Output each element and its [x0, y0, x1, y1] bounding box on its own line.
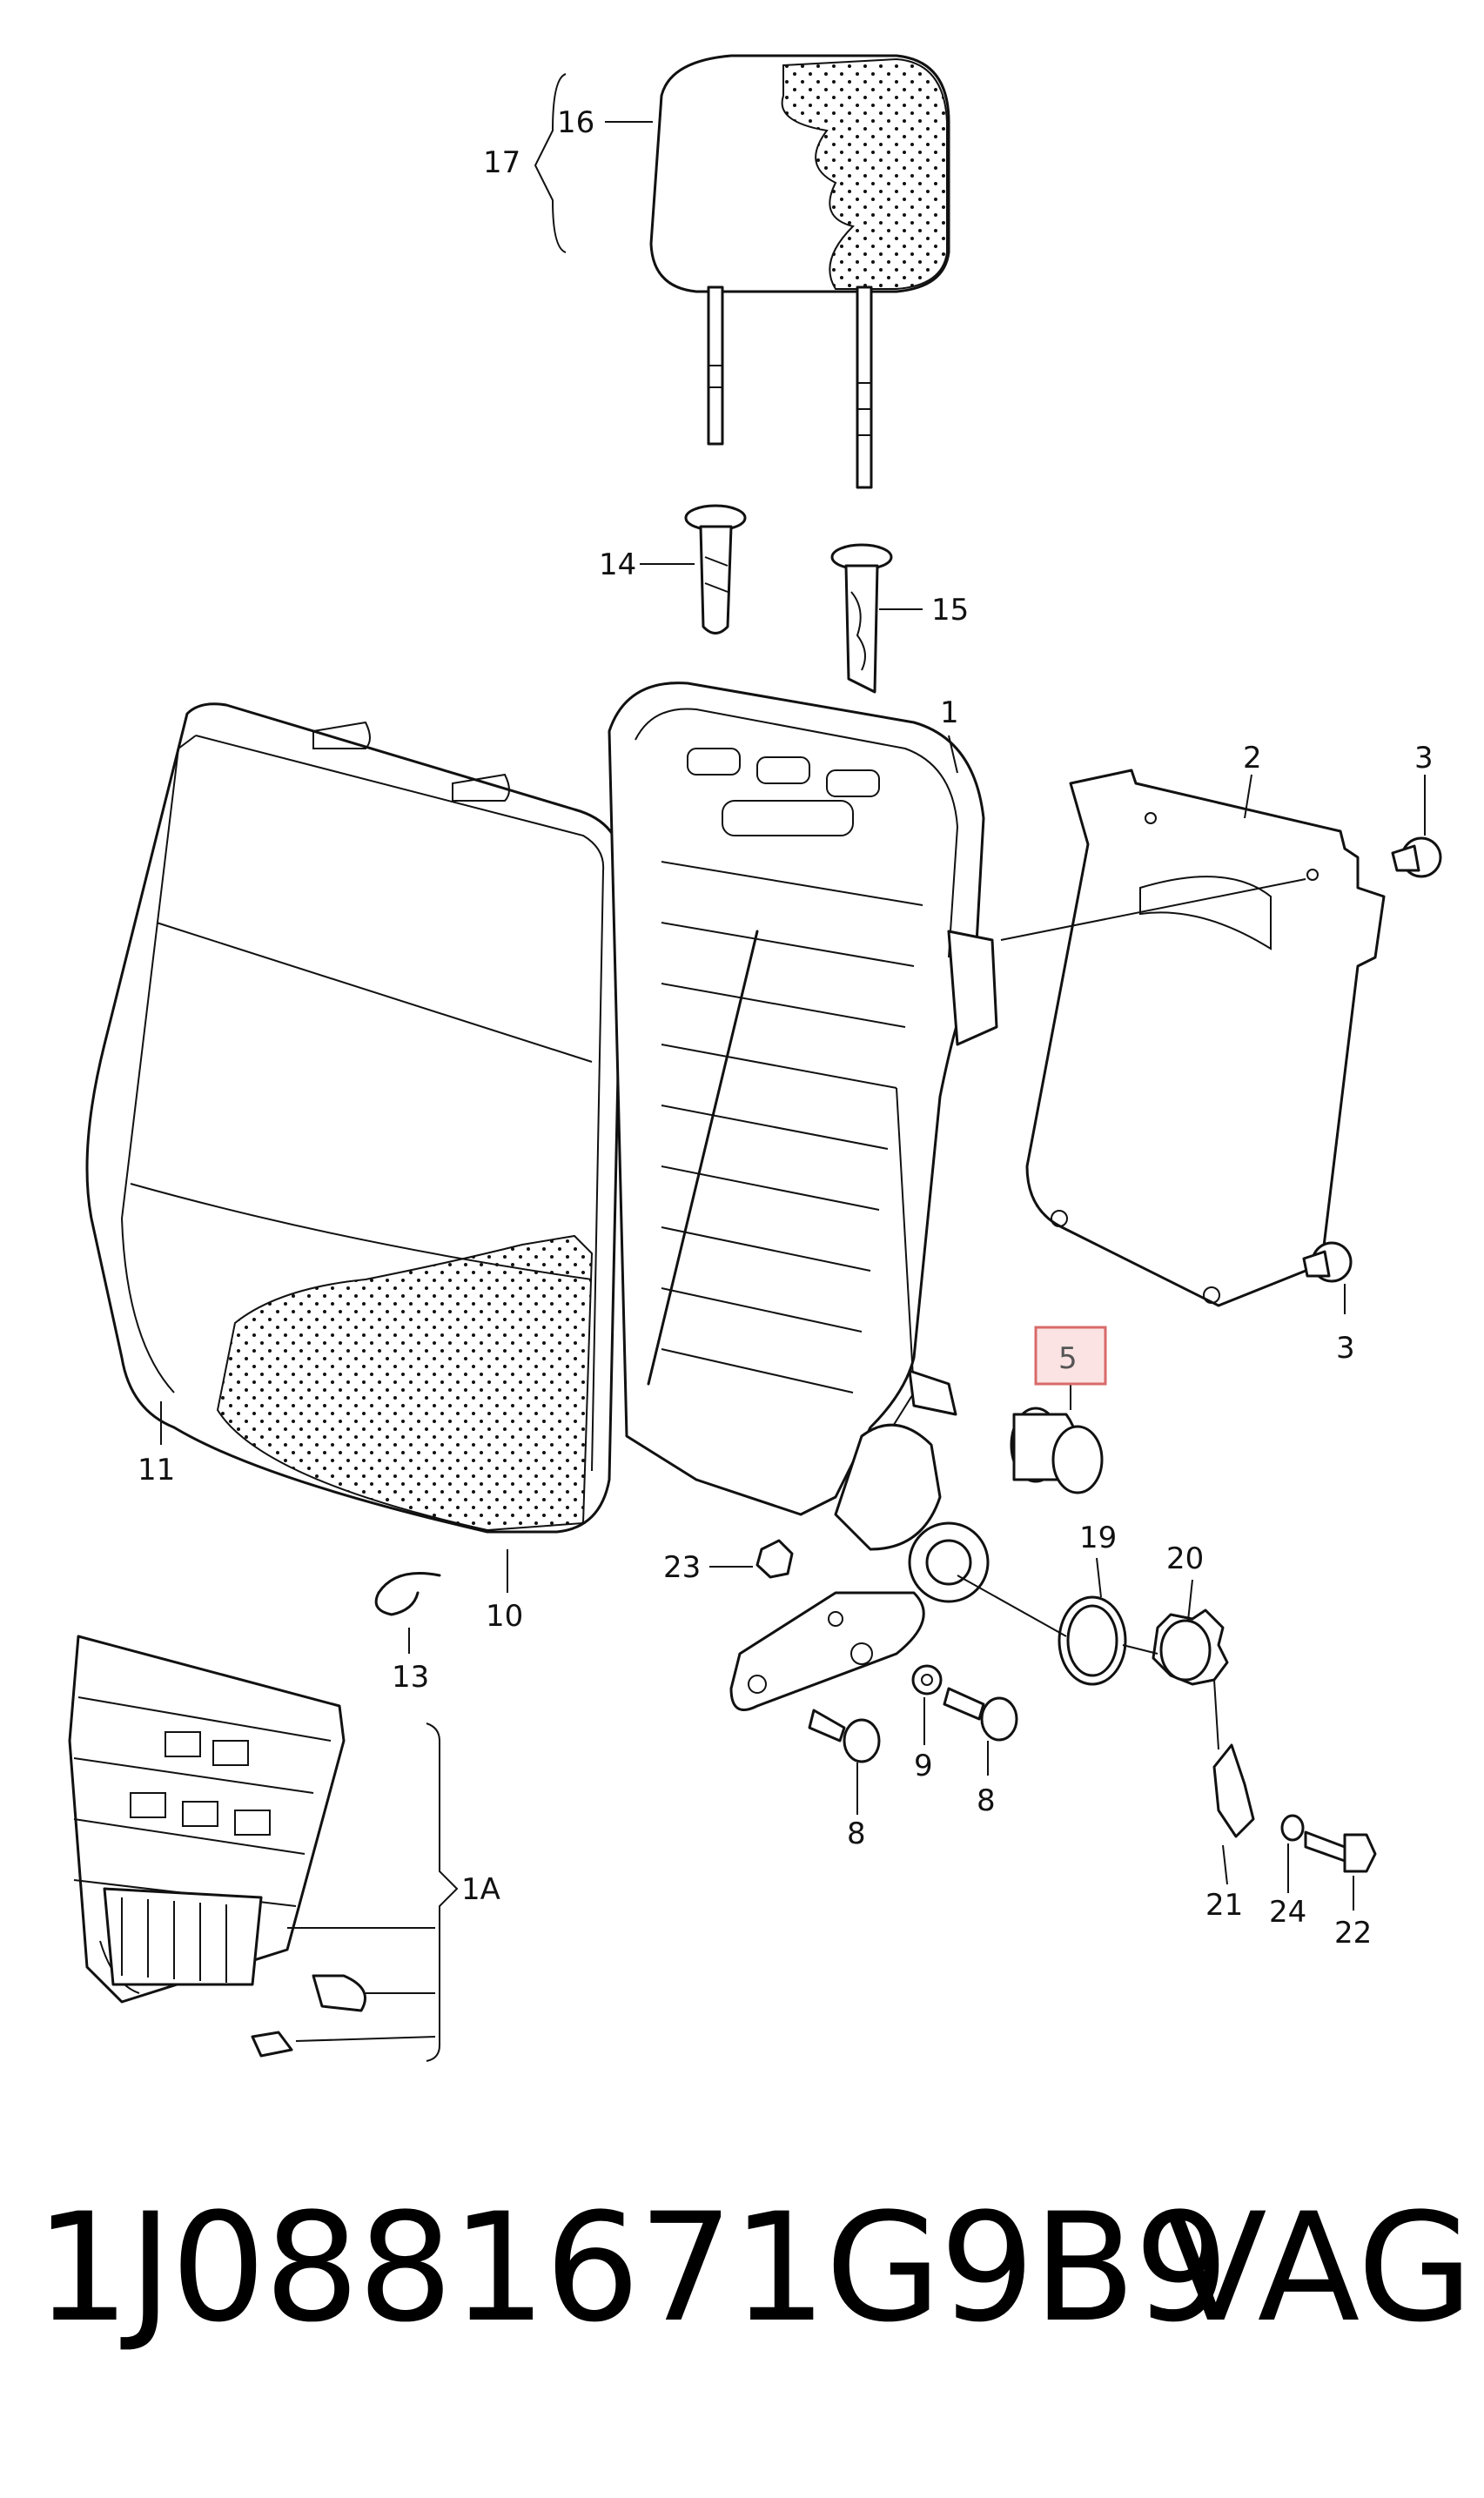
bolt-left: [808, 1709, 881, 1763]
callout-3-bottom: 3: [1336, 1331, 1355, 1366]
callout-23: 23: [663, 1550, 701, 1585]
callout-10: 10: [486, 1599, 523, 1634]
nut: [755, 1539, 794, 1579]
callout-15: 15: [931, 593, 969, 628]
callout-3-top: 3: [1414, 741, 1434, 776]
headrest: [649, 54, 950, 489]
callout-13: 13: [392, 1660, 429, 1695]
callout-17: 17: [483, 145, 520, 180]
callout-20: 20: [1166, 1541, 1204, 1576]
brand-label: VAG: [1165, 2180, 1474, 2355]
callout-21: 21: [1205, 1888, 1243, 1923]
callout-2: 2: [1243, 741, 1262, 776]
callout-24: 24: [1269, 1895, 1306, 1930]
callout-labels: 16 17 14 15 1 2 3 3 5 11 10 13 23 19 20 …: [138, 105, 1434, 1951]
spring-clip: [1212, 1743, 1255, 1838]
callout-9: 9: [914, 1749, 933, 1783]
callout-1A: 1A: [461, 1872, 500, 1907]
callout-11: 11: [138, 1453, 175, 1487]
part-number: 1J0881671G9B9: [35, 2180, 1229, 2355]
callout-19: 19: [1079, 1521, 1117, 1555]
highlight-box-5: [1034, 1326, 1107, 1386]
bolt-right: [943, 1687, 1018, 1742]
flat-washer: [1280, 1814, 1305, 1842]
headrest-guide-right: [830, 543, 893, 694]
headrest-guide-left: [684, 504, 747, 635]
callout-14: 14: [599, 547, 636, 582]
callout-16: 16: [557, 105, 594, 140]
lock-washer: [911, 1664, 943, 1696]
backrest-frame: [608, 682, 998, 1516]
bolt-22: [1304, 1830, 1377, 1873]
seat-backrest-exploded-diagram: 16 17 14 15 1 2 3 3 5 11 10 13 23 19 20 …: [68, 54, 1442, 2062]
callout-8-left: 8: [847, 1816, 866, 1851]
callout-8-right: 8: [977, 1783, 996, 1818]
clip-top: [1391, 836, 1442, 878]
recline-knob: [1010, 1407, 1104, 1494]
retaining-ring: [1058, 1595, 1127, 1686]
lumbar-support-assembly: [68, 1635, 366, 2058]
recliner-mechanism: [729, 1369, 990, 1711]
side-panel: [1000, 769, 1386, 1307]
spring-hook: [374, 1572, 441, 1616]
callout-5: 5: [1058, 1341, 1078, 1376]
gear-knob: [1152, 1608, 1229, 1686]
callout-22: 22: [1334, 1916, 1372, 1951]
backrest-cushion: [85, 702, 624, 1534]
clip-bottom: [1302, 1241, 1353, 1283]
callout-1: 1: [940, 695, 959, 730]
leader-lines: [160, 73, 1426, 2062]
